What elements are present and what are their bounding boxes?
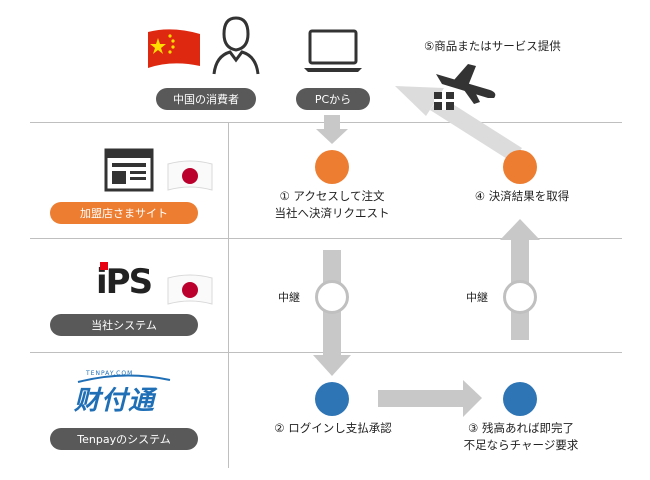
tenpay-logo: 财付通 xyxy=(74,386,156,416)
person-icon xyxy=(212,16,260,75)
japan-flag-icon-2 xyxy=(167,274,213,305)
step3-line1: ③ 残高あれば即完了 xyxy=(468,421,574,435)
relay-left-label: 中継 xyxy=(278,291,300,304)
website-icon xyxy=(104,148,154,192)
step3-label: ③ 残高あれば即完了 不足ならチャージ要求 xyxy=(446,420,596,454)
step3-line2: 不足ならチャージ要求 xyxy=(463,438,579,452)
merchant-label: 加盟店さまサイト xyxy=(50,202,198,224)
step3-node xyxy=(503,382,537,416)
divider-column xyxy=(228,122,229,468)
ips-logo-dot xyxy=(100,262,108,270)
divider-row-2 xyxy=(30,238,622,239)
step2-node xyxy=(315,382,349,416)
step5-label: ⑤商品またはサービス提供 xyxy=(424,39,561,53)
airplane-gift-icon xyxy=(434,64,496,110)
step1-label: ① アクセスして注文 当社へ決済リクエスト xyxy=(262,188,402,222)
our-system-label: 当社システム xyxy=(50,314,198,336)
pc-label: PCから xyxy=(296,88,370,110)
arrow-step2-to-step3 xyxy=(378,380,482,417)
tenpay-system-label: Tenpayのシステム xyxy=(50,428,198,450)
step4-node xyxy=(503,150,537,184)
step2-label: ② ログインし支払承認 xyxy=(274,421,392,435)
relay-right-node xyxy=(503,280,537,314)
japan-flag-icon xyxy=(167,160,213,191)
tenpay-small-text: TENPAY.COM xyxy=(86,370,134,377)
laptop-icon xyxy=(304,29,362,72)
china-flag-icon xyxy=(148,29,200,68)
consumer-label: 中国の消費者 xyxy=(156,88,256,110)
step1-node xyxy=(315,150,349,184)
step1-line1: ① アクセスして注文 xyxy=(279,189,385,203)
relay-left-node xyxy=(315,280,349,314)
step4-label: ④ 決済結果を取得 xyxy=(474,189,570,203)
arrow-result-to-consumer xyxy=(395,86,522,162)
step1-line2: 当社へ決済リクエスト xyxy=(274,206,390,220)
relay-right-label: 中継 xyxy=(466,291,488,304)
tenpay-swoosh xyxy=(77,374,171,383)
arrow-pc-to-merchant xyxy=(316,115,348,144)
